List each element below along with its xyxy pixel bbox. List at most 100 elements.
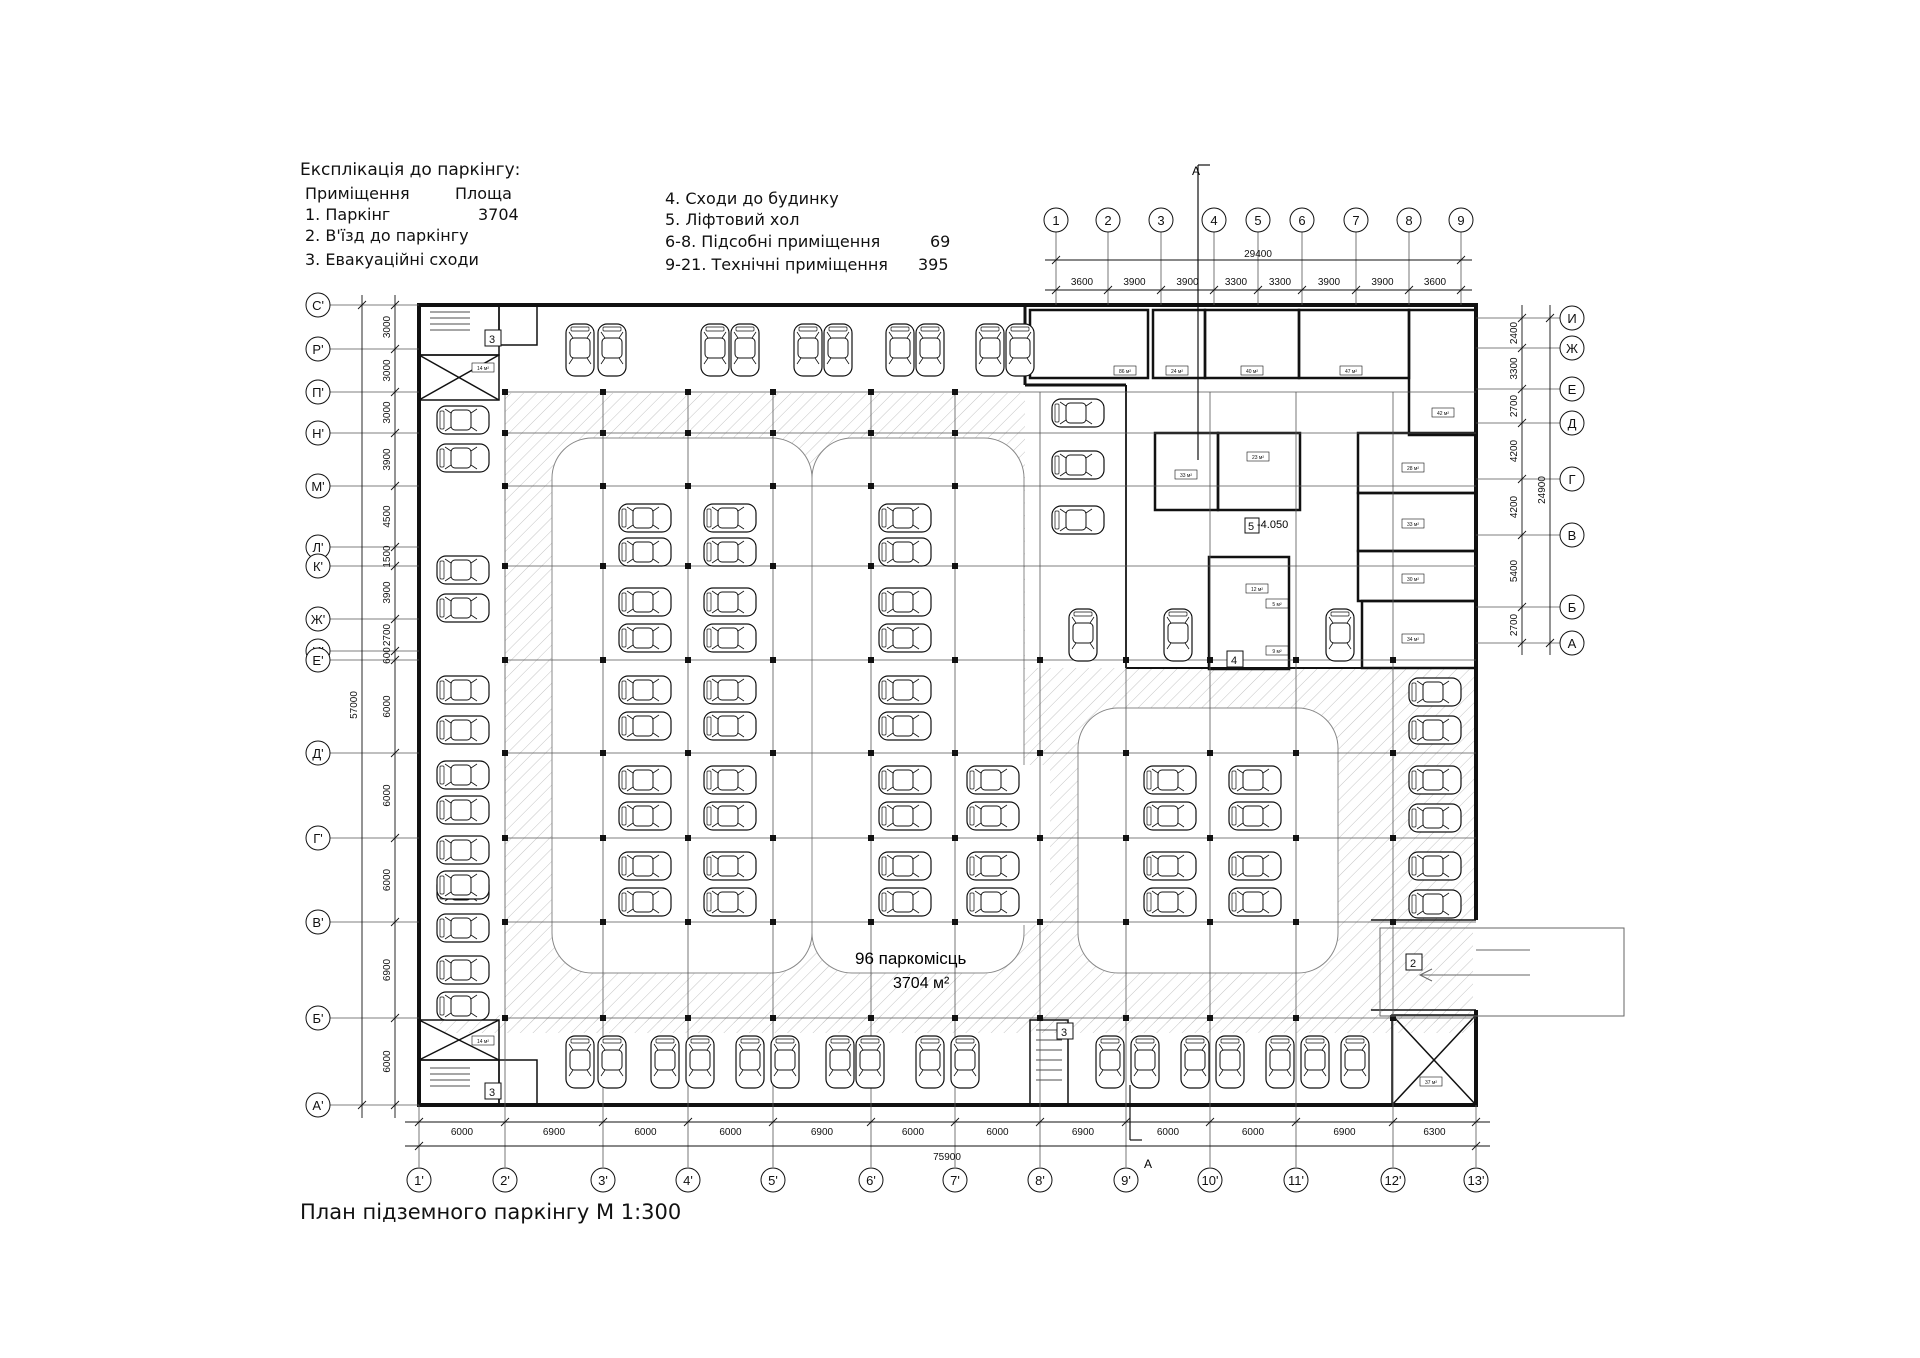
svg-text:Б': Б': [312, 1011, 323, 1026]
svg-text:30 м²: 30 м²: [1407, 577, 1419, 583]
dim-bottom-total: 75900: [933, 1152, 961, 1163]
axis-left-13: Б': [305, 1005, 331, 1031]
legend-header-room: Приміщення: [305, 184, 410, 203]
svg-text:А': А': [312, 1098, 323, 1113]
axis-bottom-10: 11': [1283, 1167, 1309, 1193]
legend-item-9-21-area: 395: [918, 255, 949, 274]
axis-top-6: 7: [1343, 207, 1369, 233]
svg-text:86 м²: 86 м²: [1119, 369, 1131, 375]
svg-text:12 м²: 12 м²: [1251, 587, 1263, 593]
svg-text:37 м²: 37 м²: [1425, 1080, 1437, 1086]
svg-text:Д': Д': [312, 746, 323, 761]
svg-text:9: 9: [1457, 213, 1464, 228]
plan-caption: План підземного паркінгу М 1:300: [300, 1200, 682, 1224]
dim-bottom-4: 6900: [811, 1127, 834, 1138]
legend-item-3: 3. Евакуаційні сходи: [305, 250, 479, 269]
parking-space-83: [1131, 1036, 1159, 1088]
axis-top-7: 8: [1396, 207, 1422, 233]
dim-left-6: 3900: [382, 581, 393, 604]
axis-left-14: А': [305, 1092, 331, 1118]
dim-top-1: 3900: [1123, 277, 1146, 288]
dim-left-5: 1500: [382, 545, 393, 568]
dim-left-13: 6000: [382, 1050, 393, 1073]
parking-space-69: [916, 324, 944, 376]
dim-bottom-11: 6300: [1423, 1127, 1446, 1138]
dim-left-0: 3000: [382, 315, 393, 338]
axis-top-4: 5: [1245, 207, 1271, 233]
svg-text:28 м²: 28 м²: [1407, 466, 1419, 472]
svg-text:34 м²: 34 м²: [1407, 637, 1419, 643]
parking-space-56: [1408, 677, 1462, 707]
parking-space-23: [618, 623, 672, 653]
svg-text:В': В': [312, 915, 323, 930]
tag-lift-hall: 5: [1248, 521, 1254, 533]
parking-space-55: [1228, 887, 1282, 917]
dim-left-11: 6000: [382, 868, 393, 891]
parking-space-0: [436, 405, 490, 435]
parking-space-25: [878, 623, 932, 653]
parking-space-41: [618, 887, 672, 917]
dim-top-4: 3300: [1269, 277, 1292, 288]
dim-right-1: 3300: [1509, 357, 1520, 380]
parking-space-2: [436, 555, 490, 585]
svg-text:Ж: Ж: [1566, 341, 1578, 356]
parking-space-12: [436, 955, 490, 985]
parking-space-45: [966, 801, 1020, 831]
dim-right-6: 2700: [1509, 613, 1520, 636]
axis-left-4: М': [305, 473, 331, 499]
svg-text:8: 8: [1405, 213, 1412, 228]
axis-top-8: 9: [1448, 207, 1474, 233]
elevation-mark: -4.050: [1257, 519, 1288, 531]
parking-space-7: [436, 795, 490, 825]
dim-right-3: 4200: [1509, 439, 1520, 462]
parking-space-89: [1051, 398, 1105, 428]
dim-top-7: 3600: [1424, 277, 1447, 288]
svg-text:10': 10': [1202, 1173, 1219, 1188]
parking-space-61: [1408, 889, 1462, 919]
parking-space-79: [856, 1036, 884, 1088]
svg-text:5 м²: 5 м²: [1272, 602, 1282, 608]
dim-left-3: 3900: [382, 448, 393, 471]
svg-text:И: И: [1567, 311, 1576, 326]
axis-bottom-6: 7': [942, 1167, 968, 1193]
axis-right-0: И: [1559, 305, 1585, 331]
svg-text:Д: Д: [1568, 416, 1577, 431]
parking-space-40: [878, 851, 932, 881]
dim-top-total: 29400: [1244, 249, 1272, 260]
svg-text:24 м²: 24 м²: [1171, 369, 1183, 375]
parking-space-6: [436, 760, 490, 790]
parking-space-85: [1216, 1036, 1244, 1088]
legend-item-6-8: 6-8. Підсобні приміщення: [665, 232, 881, 251]
parking-space-80: [916, 1036, 944, 1088]
svg-text:1': 1': [414, 1173, 424, 1188]
parking-space-90: [1051, 450, 1105, 480]
svg-text:12': 12': [1385, 1173, 1402, 1188]
svg-text:Ж': Ж': [311, 612, 326, 627]
svg-text:6': 6': [866, 1173, 876, 1188]
axis-bottom-7: 8': [1027, 1167, 1053, 1193]
axis-bottom-11: 12': [1380, 1167, 1406, 1193]
parking-space-91: [1051, 505, 1105, 535]
dim-bottom-5: 6000: [902, 1127, 925, 1138]
svg-text:33 м²: 33 м²: [1407, 522, 1419, 528]
dim-right-5: 5400: [1509, 559, 1520, 582]
parking-space-27: [703, 675, 757, 705]
parking-space-66: [794, 324, 822, 376]
svg-text:В: В: [1568, 528, 1577, 543]
svg-text:13': 13': [1468, 1173, 1485, 1188]
dim-bottom-0: 6000: [451, 1127, 474, 1138]
svg-text:Н': Н': [312, 426, 324, 441]
tag-house-stairs: 4: [1231, 655, 1237, 667]
svg-text:14 м²: 14 м²: [477, 366, 489, 372]
room-tags: 3 3 3 4 5 2: [484, 329, 1423, 1100]
svg-text:С': С': [312, 298, 324, 313]
parking-space-37: [878, 801, 932, 831]
parking-space-51: [1228, 801, 1282, 831]
dim-bottom-6: 6000: [986, 1127, 1009, 1138]
parking-space-48: [1143, 765, 1197, 795]
axis-left-6: К': [305, 553, 331, 579]
section-mark-top: А: [1192, 164, 1200, 178]
axis-left-1: Р': [305, 336, 331, 362]
